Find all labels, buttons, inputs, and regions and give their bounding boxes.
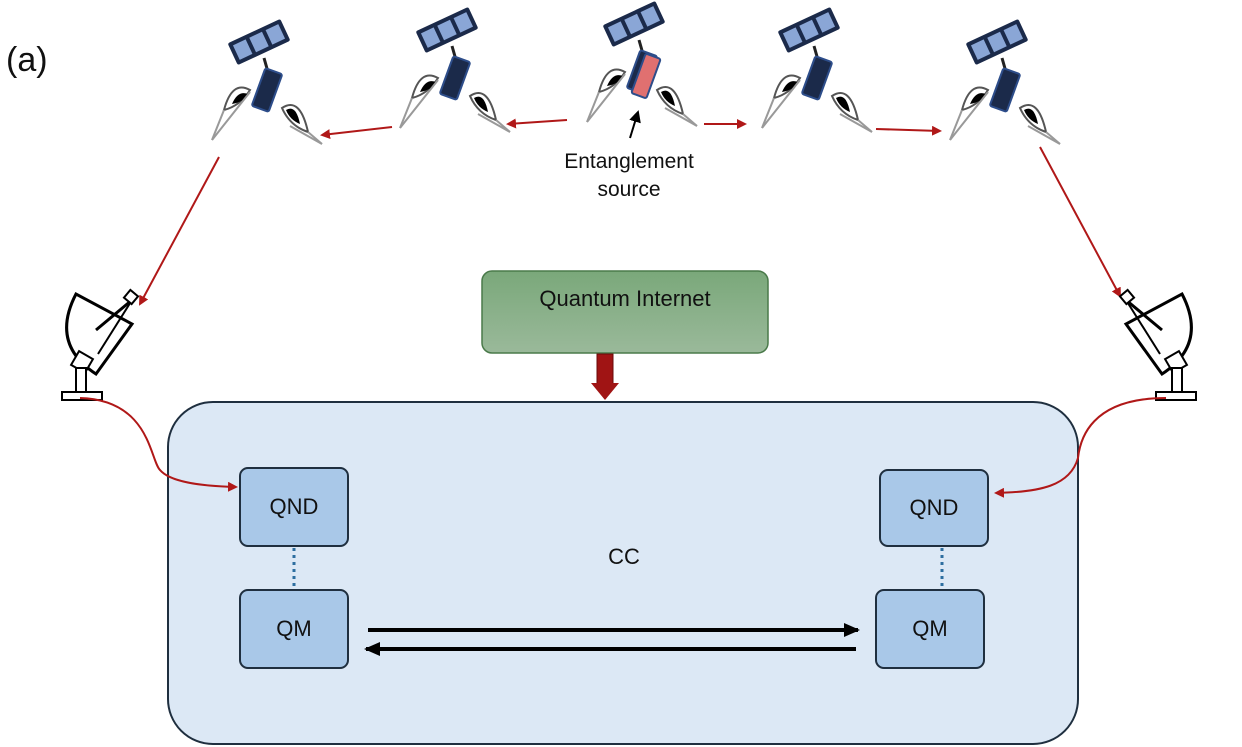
node-right-qnd (879, 469, 989, 547)
satellite-2 (398, 5, 512, 134)
quantum-internet-box (481, 270, 769, 354)
source-panel-highlight (630, 53, 662, 99)
node-left-qnd (239, 467, 349, 547)
left-qnd-label: QND (269, 494, 319, 519)
right-qnd-label: QND (909, 495, 959, 520)
panel-label: (a) (6, 41, 48, 79)
ground-station-left (60, 288, 140, 402)
entanglement-source-label: Entanglement source (540, 148, 718, 204)
link-source-sat2 (506, 118, 568, 129)
quantum-internet-label: Quantum Internet (539, 286, 711, 311)
qi-down-arrow-shaft (596, 353, 614, 385)
ground-station-right (1118, 288, 1198, 402)
ground-right-to-qnd (994, 397, 1167, 498)
link-sat2-sat1 (320, 126, 393, 140)
right-qm-label: QM (912, 616, 948, 641)
link-sat4-sat5 (875, 125, 942, 136)
satellite-4 (760, 5, 874, 134)
downlink-left (139, 156, 220, 306)
left-qm-label: QM (276, 616, 312, 641)
satellite-5 (948, 17, 1062, 146)
source-pointer-arrow (629, 110, 641, 139)
qi-down-arrow-head (591, 383, 619, 400)
cc-label: CC (608, 544, 640, 569)
ground-left-to-qnd (79, 397, 238, 492)
downlink-right (1039, 146, 1121, 298)
cc-container (167, 401, 1079, 745)
satellite-1 (210, 17, 324, 146)
satellite-source (585, 0, 699, 128)
node-right-qm (875, 589, 985, 669)
entanglement-source-line1: Entanglement (564, 150, 694, 173)
entanglement-source-line2: source (597, 178, 661, 201)
node-left-qm (239, 589, 349, 669)
